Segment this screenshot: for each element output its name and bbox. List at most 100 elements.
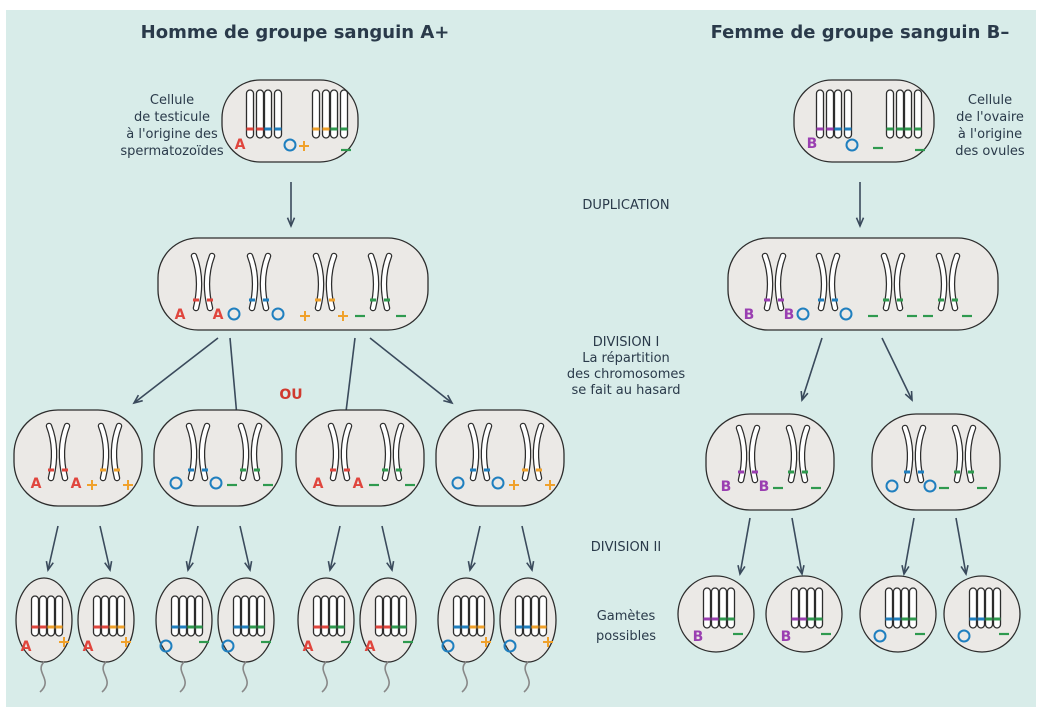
arrow-head	[960, 565, 969, 577]
chromatid-fill	[903, 426, 912, 482]
allele-O-marker	[957, 629, 971, 643]
allele-A-marker: A	[83, 639, 94, 655]
chromatid-fill	[916, 426, 925, 482]
allele-A-marker: A	[31, 476, 42, 492]
chromatid	[320, 595, 330, 637]
allele-O-marker	[221, 639, 235, 653]
chromatid-fill	[112, 424, 121, 480]
chromatid	[232, 595, 242, 637]
chromatid-fill	[469, 424, 478, 480]
female-duplicated-cell	[727, 237, 999, 331]
female-cell-label-line1: Cellule	[968, 93, 1012, 108]
sperm-tail	[321, 661, 328, 693]
division2-label: DIVISION II	[591, 540, 661, 555]
arrow	[801, 337, 823, 401]
chromatid-fill	[329, 424, 338, 480]
arrow	[903, 517, 915, 575]
arrow-head	[904, 390, 913, 402]
chromatid	[815, 89, 825, 139]
duplication-label: DUPLICATION	[582, 198, 669, 213]
female-division1-cell-1	[705, 413, 835, 511]
male-title: Homme de groupe sanguin A+	[141, 22, 450, 43]
male-cell-label-line2: de testicule	[134, 110, 210, 125]
division1-label: DIVISION I	[593, 335, 660, 350]
division1-desc-line3: se fait au hasard	[572, 383, 681, 398]
chromatid	[514, 595, 524, 637]
chromatid	[336, 595, 346, 637]
chromatid-fill	[394, 424, 403, 480]
chromatid	[311, 89, 321, 139]
chromatid-fill	[327, 254, 336, 310]
allele-A-marker: A	[313, 476, 324, 492]
chromatid	[895, 89, 905, 139]
chromatid-fill	[239, 424, 248, 480]
chromatid	[382, 595, 392, 637]
chromatid	[814, 587, 824, 629]
chromatid-fill	[737, 426, 746, 482]
allele-B-marker: B	[759, 479, 770, 495]
chromatid	[460, 595, 470, 637]
male-division1-cell-3	[295, 409, 425, 507]
chromatid-fill	[776, 254, 785, 310]
chromatid-fill	[200, 424, 209, 480]
chromatid	[468, 595, 478, 637]
chromatid-fill	[252, 424, 261, 480]
chromatid	[884, 587, 894, 629]
chromatid	[398, 595, 408, 637]
chromatid-fill	[369, 254, 378, 310]
chromatid	[984, 587, 994, 629]
chromatid	[825, 89, 835, 139]
chromatid-fill	[800, 426, 809, 482]
male-cell-label-line1: Cellule	[150, 93, 194, 108]
chromatid	[194, 595, 204, 637]
chromatid	[240, 595, 250, 637]
allele-O-marker	[227, 307, 241, 321]
chromatid-fill	[534, 424, 543, 480]
arrow	[369, 337, 453, 404]
arrow-head	[185, 560, 194, 573]
chromatid	[843, 89, 853, 139]
sperm-tail	[39, 661, 46, 693]
arrow	[329, 525, 341, 571]
chromatid-fill	[966, 426, 975, 482]
arrow-head	[132, 394, 143, 405]
allele-O-marker	[441, 639, 455, 653]
chromatid	[718, 587, 728, 629]
chromatid	[92, 595, 102, 637]
chromatid	[976, 587, 986, 629]
arrow	[133, 337, 219, 404]
arrow	[239, 525, 251, 571]
arrow	[955, 517, 967, 575]
chromatid	[339, 89, 349, 139]
chromatid	[273, 89, 283, 139]
chromatid	[476, 595, 486, 637]
female-cell-label-line2: de l'ovaire	[956, 110, 1024, 125]
allele-O-marker	[923, 479, 937, 493]
male-cell-label-line4: spermatozoïdes	[120, 144, 223, 159]
chromatid-fill	[521, 424, 530, 480]
chromatid	[38, 595, 48, 637]
allele-O-marker	[283, 138, 297, 152]
chromatid	[908, 587, 918, 629]
chromatid	[328, 595, 338, 637]
arrow	[187, 525, 199, 571]
chromatid	[900, 587, 910, 629]
chromatid-fill	[953, 426, 962, 482]
chromatid-fill	[314, 254, 323, 310]
chromatid	[374, 595, 384, 637]
chromatid-fill	[60, 424, 69, 480]
arrow-head	[45, 560, 54, 573]
chromatid	[702, 587, 712, 629]
division1-desc-line2: des chromosomes	[567, 367, 686, 382]
chromatid	[255, 89, 265, 139]
allele-B-marker: B	[807, 136, 818, 152]
chromatid-fill	[882, 254, 891, 310]
arrow	[381, 525, 393, 571]
chromatid-fill	[205, 254, 214, 310]
chromatid	[321, 89, 331, 139]
allele-O-marker	[796, 307, 810, 321]
allele-O-marker	[885, 479, 899, 493]
allele-A-marker: A	[175, 307, 186, 323]
male-division1-cell-1	[13, 409, 143, 507]
allele-B-marker: B	[721, 479, 732, 495]
